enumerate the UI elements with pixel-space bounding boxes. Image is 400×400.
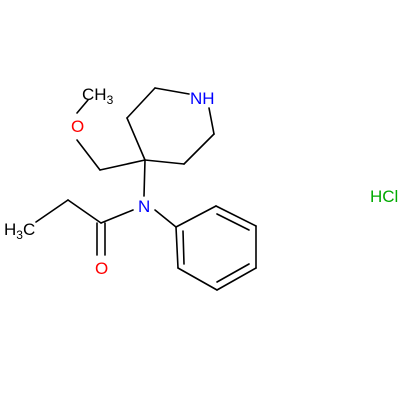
atom-methyl-label: CH3 bbox=[82, 85, 114, 107]
bond-ph-5 bbox=[177, 267, 218, 291]
bond-ph-1 bbox=[175, 205, 217, 228]
bond-ph-6 bbox=[175, 226, 179, 269]
bond-ch2-o bbox=[76, 139, 101, 171]
bond-carbonyl-ch2 bbox=[67, 199, 102, 224]
bond-ph-4 bbox=[216, 267, 257, 291]
bond-ph-inner-3 bbox=[182, 230, 185, 265]
phenyl-ring bbox=[154, 205, 257, 291]
bond-n-carbonyl bbox=[100, 209, 134, 224]
salt-label: HCl bbox=[370, 187, 398, 206]
bond-ph-inner-2 bbox=[216, 263, 250, 283]
bond-ring-6 bbox=[144, 159, 185, 165]
atom-carbonyl-oxygen: O bbox=[95, 259, 108, 278]
bond-n-phenyl bbox=[154, 209, 177, 228]
atom-ethyl-methyl-label: H3C bbox=[4, 220, 35, 242]
atom-amide-nitrogen: N bbox=[138, 197, 150, 216]
bond-ring-4 bbox=[208, 107, 215, 135]
propanamide-group bbox=[35, 199, 134, 256]
atom-ether-oxygen: O bbox=[71, 117, 84, 136]
bond-ring-1 bbox=[126, 117, 146, 161]
bond-c4-n bbox=[143, 159, 146, 197]
bond-ring-3 bbox=[154, 87, 190, 95]
bond-o-ch3 bbox=[76, 99, 89, 114]
bond-ch2-ch3 bbox=[35, 199, 69, 223]
methoxymethyl-chain bbox=[76, 99, 146, 171]
bond-c4-ch2 bbox=[99, 159, 146, 171]
bond-ring-5 bbox=[183, 133, 215, 165]
bond-ph-2 bbox=[215, 205, 257, 227]
atom-ring-nh: NH bbox=[190, 89, 215, 108]
bond-ring-2 bbox=[126, 87, 156, 119]
piperidine-ring bbox=[126, 87, 215, 165]
bond-ph-inner-1 bbox=[216, 213, 250, 231]
